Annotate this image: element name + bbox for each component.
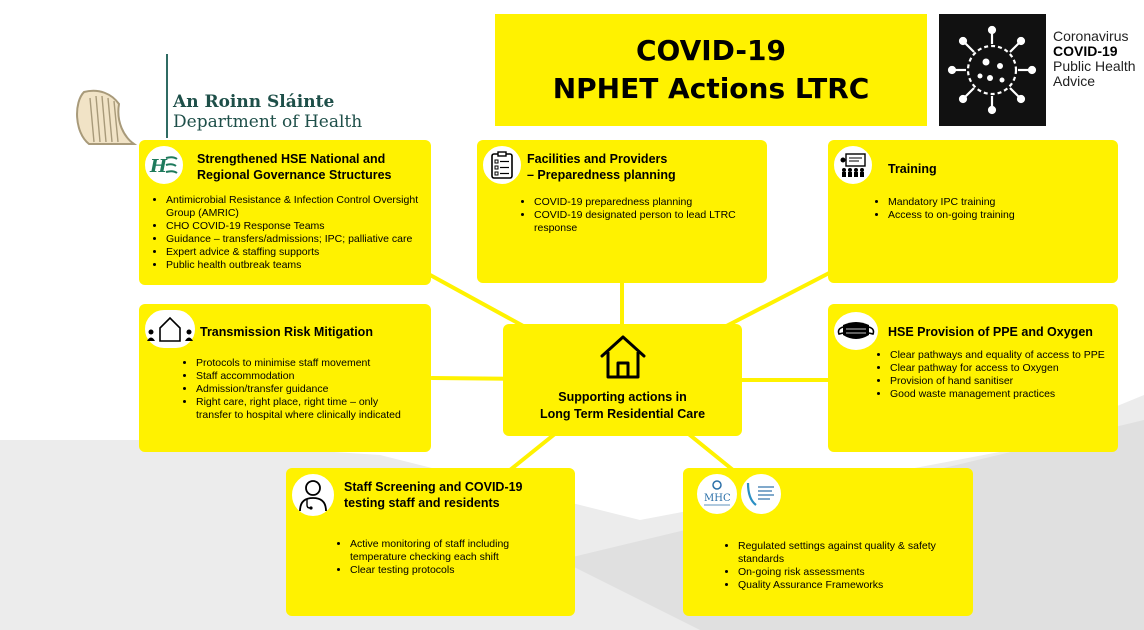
training-box: Training Mandatory IPC training Access t… (828, 140, 1118, 283)
list-item: Quality Assurance Frameworks (738, 579, 948, 592)
house-icon (600, 335, 646, 379)
list-item: Regulated settings against quality & saf… (738, 540, 948, 566)
facilities-title-line-2: – Preparedness planning (527, 168, 676, 182)
ppe-box: HSE Provision of PPE and Oxygen Clear pa… (828, 304, 1118, 452)
list-item: CHO COVID-19 Response Teams (166, 220, 434, 233)
center-label-line-1: Supporting actions in (558, 390, 687, 404)
department-of-health-logo: An Roinn Sláinte Department of Health (64, 54, 394, 145)
ppe-title: HSE Provision of PPE and Oxygen (888, 324, 1093, 340)
governance-title-line-1: Strengthened HSE National and (197, 152, 386, 166)
list-item: Provision of hand sanitiser (890, 375, 1112, 388)
list-item: Right care, right place, right time – on… (196, 396, 411, 422)
regulation-list: Regulated settings against quality & saf… (723, 540, 948, 592)
list-item: Protocols to minimise staff movement (196, 357, 411, 370)
list-item: Clear pathway for access to Oxygen (890, 362, 1112, 375)
regulation-box: MHC Regulated settings against quality &… (683, 468, 973, 616)
screening-list: Active monitoring of staff including tem… (335, 538, 560, 577)
logo-divider (166, 54, 168, 138)
list-item: Antimicrobial Resistance & Infection Con… (166, 194, 434, 220)
list-item: Clear testing protocols (350, 564, 560, 577)
training-presentation-icon (834, 146, 872, 184)
covid-label-line-4: Advice (1053, 73, 1096, 89)
list-item: COVID-19 designated person to lead LTRC … (534, 209, 764, 235)
governance-list: Antimicrobial Resistance & Infection Con… (151, 194, 434, 272)
doctor-icon (292, 474, 334, 516)
virus-icon (947, 25, 1037, 115)
facilities-list: COVID-19 preparedness planning COVID-19 … (519, 196, 764, 235)
list-item: Good waste management practices (890, 388, 1112, 401)
center-label: Supporting actions in Long Term Resident… (503, 389, 742, 423)
harp-icon (76, 89, 138, 145)
clipboard-checklist-icon (483, 146, 521, 184)
facilities-title-line-1: Facilities and Providers (527, 152, 668, 166)
transmission-list: Protocols to minimise staff movement Sta… (181, 357, 411, 422)
list-item: Expert advice & staffing supports (166, 246, 434, 259)
list-item: Staff accommodation (196, 370, 411, 383)
list-item: Clear pathways and equality of access to… (890, 349, 1112, 362)
title-line-2: NPHET Actions LTRC (552, 72, 870, 105)
coronavirus-logo (939, 14, 1046, 126)
training-title-line-1: Training (888, 162, 937, 176)
list-item: Mandatory IPC training (888, 196, 1118, 209)
list-item: Public health outbreak teams (166, 259, 434, 272)
distancing-house-icon (145, 310, 195, 348)
transmission-title-line-1: Transmission Risk Mitigation (200, 325, 373, 339)
ppe-title-line-1: HSE Provision of PPE and Oxygen (888, 325, 1093, 339)
hse-logo-icon: H (145, 146, 183, 184)
hiqa-logo-icon (741, 474, 781, 514)
governance-box: H Strengthened HSE National and Regional… (139, 140, 431, 285)
list-item: Guidance – transfers/admissions; IPC; pa… (166, 233, 434, 246)
list-item: Admission/transfer guidance (196, 383, 411, 396)
screening-title-line-2: testing staff and residents (344, 496, 500, 510)
svg-text:H: H (149, 156, 168, 177)
facilities-title: Facilities and Providers – Preparedness … (527, 151, 676, 183)
governance-title: Strengthened HSE National and Regional G… (197, 151, 392, 183)
department-english-name: Department of Health (173, 112, 363, 132)
screening-box: Staff Screening and COVID-19 testing sta… (286, 468, 575, 616)
covid-advice-label: Coronavirus COVID-19 Public Health Advic… (1053, 29, 1136, 89)
transmission-box: Transmission Risk Mitigation Protocols t… (139, 304, 431, 452)
list-item: Access to on-going training (888, 209, 1118, 222)
transmission-title: Transmission Risk Mitigation (200, 324, 373, 340)
ppe-list: Clear pathways and equality of access to… (875, 349, 1112, 401)
covid-label-line-3: Public Health (1053, 58, 1136, 74)
facilities-box: Facilities and Providers – Preparedness … (477, 140, 767, 283)
center-box: Supporting actions in Long Term Resident… (503, 324, 742, 436)
covid-label-line-2: COVID-19 (1053, 43, 1118, 59)
title-banner: COVID-19 NPHET Actions LTRC (495, 14, 927, 126)
list-item: COVID-19 preparedness planning (534, 196, 764, 209)
covid-label-line-1: Coronavirus (1053, 28, 1129, 44)
list-item: On-going risk assessments (738, 566, 948, 579)
title-line-1: COVID-19 (635, 34, 787, 67)
list-item: Active monitoring of staff including tem… (350, 538, 560, 564)
department-irish-name: An Roinn Sláinte (173, 92, 335, 112)
mhc-logo-icon: MHC (697, 474, 737, 514)
governance-title-line-2: Regional Governance Structures (197, 168, 392, 182)
center-label-line-2: Long Term Residential Care (539, 407, 706, 421)
face-mask-icon (834, 312, 878, 350)
svg-text:MHC: MHC (704, 493, 731, 504)
screening-title-line-1: Staff Screening and COVID-19 (344, 480, 523, 494)
training-list: Mandatory IPC training Access to on-goin… (873, 196, 1118, 222)
training-title: Training (888, 161, 937, 177)
screening-title: Staff Screening and COVID-19 testing sta… (344, 479, 523, 511)
